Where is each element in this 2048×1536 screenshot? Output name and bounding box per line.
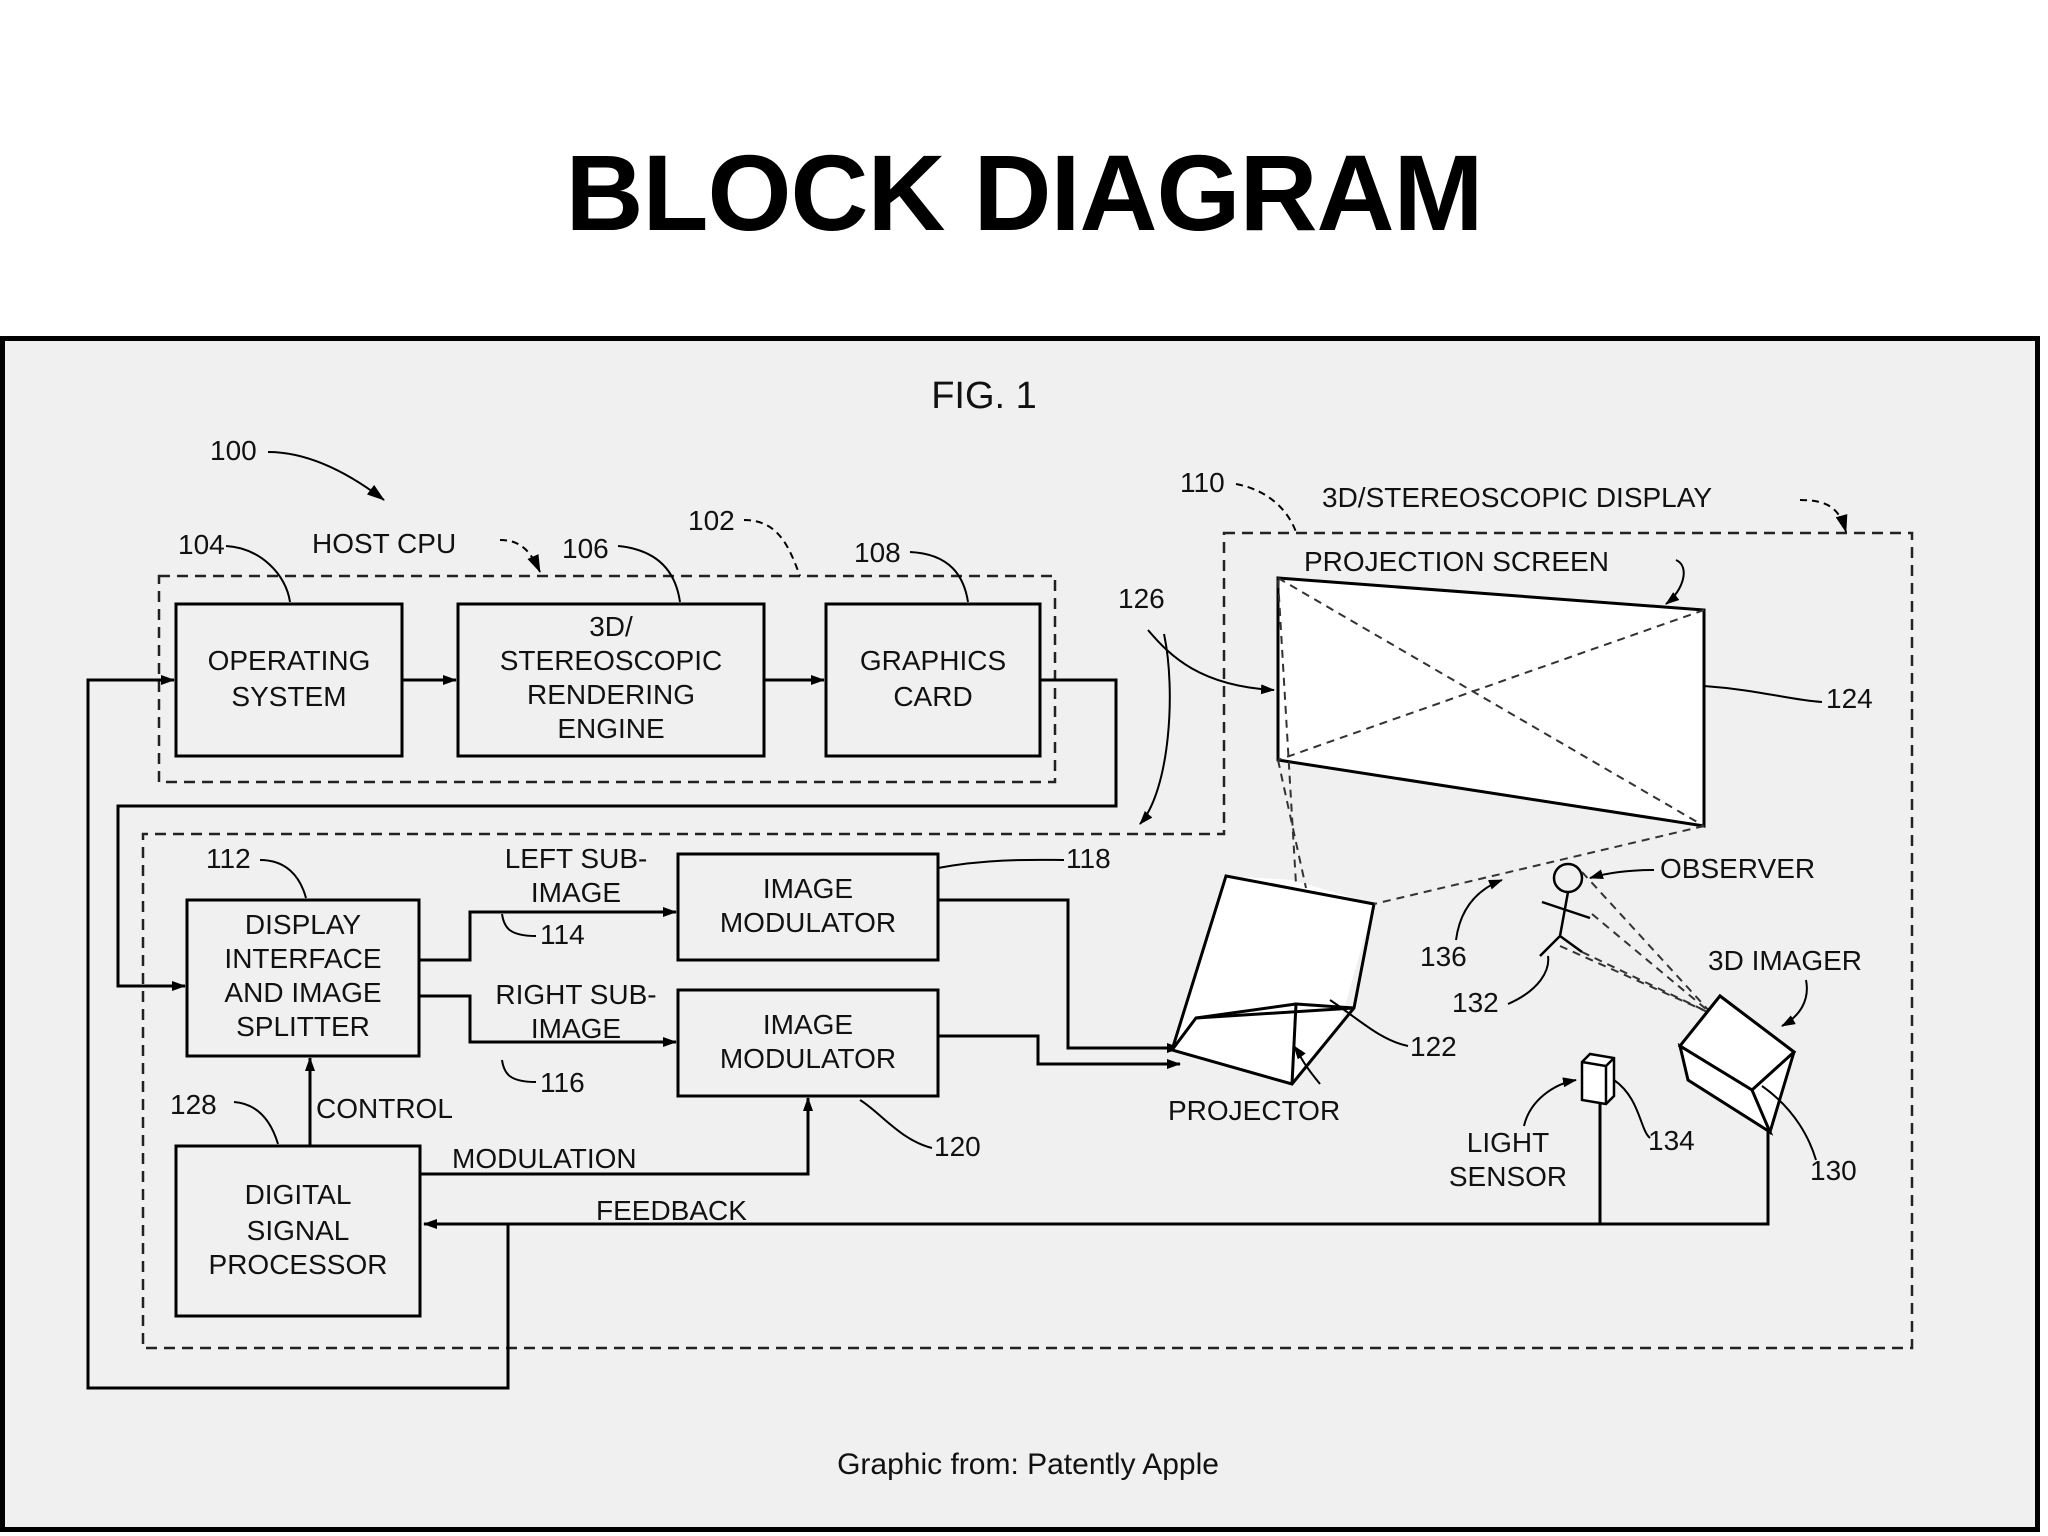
- image-splitter-line-3: AND IMAGE: [224, 977, 381, 1008]
- leader-lines: [225, 451, 1823, 1161]
- image-splitter-line-2: INTERFACE: [224, 943, 381, 974]
- image-modulator-top-line-2: MODULATOR: [720, 907, 896, 938]
- projection-screen-label: PROJECTION SCREEN: [1304, 546, 1609, 577]
- image-modulator-top-line-1: IMAGE: [763, 873, 853, 904]
- display-group: [141, 531, 1914, 1350]
- projection-beams: [1277, 579, 1705, 905]
- figure-caption: Graphic from: Patently Apple: [837, 1448, 1219, 1481]
- rendering-engine-line-4: ENGINE: [557, 713, 664, 744]
- projection-screen: [1276, 576, 1706, 828]
- light-sensor-line-2: SENSOR: [1449, 1161, 1567, 1192]
- signal-processor-block: DIGITAL SIGNAL PROCESSOR: [174, 1144, 422, 1318]
- feedback-label: FEEDBACK: [596, 1195, 747, 1226]
- operating-system-block: OPERATING SYSTEM: [174, 602, 404, 758]
- light-sensor-line-1: LIGHT: [1467, 1127, 1549, 1158]
- ref-100: 100: [210, 435, 257, 466]
- rendering-engine-block: 3D/ STEREOSCOPIC RENDERING ENGINE: [456, 602, 766, 758]
- projector: [1170, 874, 1376, 1086]
- left-sub-image-line-2: IMAGE: [531, 877, 621, 908]
- ref-118: 118: [1066, 843, 1111, 874]
- ref-132: 132: [1452, 987, 1499, 1018]
- signal-processor-line-2: SIGNAL: [247, 1215, 350, 1246]
- slide-title: BLOCK DIAGRAM: [565, 132, 1484, 253]
- rendering-engine-line-2: STEREOSCOPIC: [500, 645, 722, 676]
- ref-124: 124: [1826, 683, 1873, 714]
- right-sub-image-line-2: IMAGE: [531, 1013, 621, 1044]
- host-cpu-label: HOST CPU: [312, 528, 456, 559]
- graphics-card-block: GRAPHICS CARD: [824, 602, 1042, 758]
- display-group-label: 3D/STEREOSCOPIC DISPLAY: [1322, 482, 1712, 513]
- graphics-card-line-2: CARD: [893, 681, 972, 712]
- ref-120: 120: [934, 1131, 981, 1162]
- imager-sight-lines: [1559, 871, 1713, 1015]
- projector-label: PROJECTOR: [1168, 1095, 1340, 1126]
- signal-lines: [86, 675, 1770, 1390]
- right-sub-image-line-1: RIGHT SUB-: [495, 979, 656, 1010]
- modulation-label: MODULATION: [452, 1143, 637, 1174]
- signal-processor-line-3: PROCESSOR: [209, 1249, 388, 1280]
- image-splitter-block: DISPLAY INTERFACE AND IMAGE SPLITTER: [185, 898, 421, 1058]
- ref-122: 122: [1410, 1031, 1457, 1062]
- observer-label: OBSERVER: [1660, 853, 1815, 884]
- image-modulator-top-block: IMAGE MODULATOR: [676, 852, 940, 962]
- figure-title: FIG. 1: [931, 375, 1037, 417]
- ref-106: 106: [562, 533, 609, 564]
- image-splitter-line-1: DISPLAY: [245, 909, 362, 940]
- ref-134: 134: [1648, 1125, 1695, 1156]
- light-sensor: [1580, 1052, 1616, 1106]
- 3d-imager: [1677, 993, 1797, 1136]
- ref-130: 130: [1810, 1155, 1857, 1186]
- rendering-engine-line-1: 3D/: [589, 611, 633, 642]
- image-splitter-line-4: SPLITTER: [236, 1011, 370, 1042]
- control-label: CONTROL: [316, 1093, 453, 1124]
- left-sub-image-line-1: LEFT SUB-: [505, 843, 648, 874]
- ref-110: 110: [1180, 467, 1225, 498]
- image-modulator-bottom-block: IMAGE MODULATOR: [676, 988, 940, 1098]
- ref-104: 104: [178, 529, 225, 560]
- rendering-engine-line-3: RENDERING: [527, 679, 695, 710]
- graphics-card-line-1: GRAPHICS: [860, 645, 1006, 676]
- 3d-imager-label: 3D IMAGER: [1708, 945, 1862, 976]
- ref-136: 136: [1420, 941, 1467, 972]
- operating-system-line-1: OPERATING: [208, 645, 371, 676]
- ref-126: 126: [1118, 583, 1165, 614]
- ref-114: 114: [540, 919, 585, 950]
- operating-system-line-2: SYSTEM: [231, 681, 346, 712]
- ref-128: 128: [170, 1089, 217, 1120]
- image-modulator-bottom-line-2: MODULATOR: [720, 1043, 896, 1074]
- observer-figure: [1539, 862, 1591, 957]
- signal-processor-line-1: DIGITAL: [245, 1179, 352, 1210]
- ref-116: 116: [540, 1067, 585, 1098]
- ref-112: 112: [206, 843, 251, 874]
- ref-102: 102: [688, 505, 735, 536]
- image-modulator-bottom-line-1: IMAGE: [763, 1009, 853, 1040]
- ref-108: 108: [854, 537, 901, 568]
